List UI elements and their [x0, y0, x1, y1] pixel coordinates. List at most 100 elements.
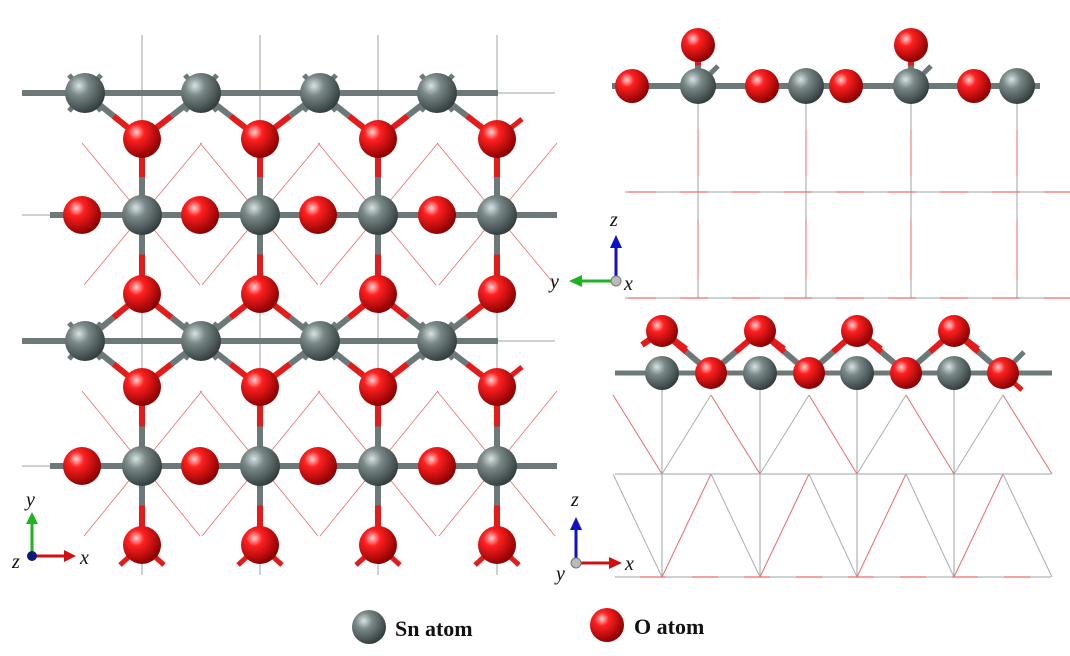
- axis-label-y: y: [554, 563, 565, 585]
- axis-label-x: x: [79, 547, 89, 569]
- axis-label-y: y: [548, 271, 559, 293]
- o-atom: [123, 526, 161, 564]
- projection-line: [1002, 473, 1053, 578]
- projection-line: [710, 473, 761, 578]
- projection-line: [808, 394, 858, 475]
- axis-label-x: x: [623, 273, 633, 295]
- sn-atom: [358, 195, 398, 235]
- o-atom: [359, 120, 397, 158]
- axis-label-x: x: [624, 553, 634, 575]
- o-atom: [418, 196, 456, 234]
- o-atom: [241, 120, 279, 158]
- o-atom: [478, 275, 516, 313]
- sn-atom: [999, 68, 1035, 104]
- legend-sn-swatch: [352, 610, 386, 644]
- projection-line: [856, 473, 907, 578]
- o-atom: [299, 196, 337, 234]
- legend-o-label: O atom: [634, 614, 704, 639]
- axis-triad-top-view: y z x: [11, 489, 89, 573]
- o-atom: [793, 357, 825, 389]
- o-atom: [841, 315, 873, 347]
- o-atom: [359, 368, 397, 406]
- o-atom: [299, 447, 337, 485]
- projection-line: [661, 394, 712, 475]
- o-atom: [745, 69, 779, 103]
- o-atom: [646, 315, 678, 347]
- top-view-panel: [22, 35, 558, 575]
- legend-sn-label: Sn atom: [395, 616, 473, 641]
- projection-line: [905, 394, 955, 475]
- o-atom: [695, 357, 727, 389]
- o-atom: [478, 368, 516, 406]
- sn-atom: [300, 73, 340, 113]
- axis-triad-side-view-xz: z y x: [554, 489, 634, 585]
- legend: Sn atom O atom: [352, 608, 704, 644]
- sn-atom: [893, 68, 929, 104]
- o-atom: [478, 120, 516, 158]
- o-atom: [957, 69, 991, 103]
- o-atom: [123, 120, 161, 158]
- o-atom: [123, 275, 161, 313]
- o-atom: [63, 447, 101, 485]
- projection-line: [661, 473, 712, 578]
- sn-atom: [122, 195, 162, 235]
- side-view-yz-panel: [612, 28, 1070, 299]
- sn-atom: [743, 356, 777, 390]
- projection-line: [759, 473, 810, 578]
- sn-atom: [477, 446, 517, 486]
- o-atom: [894, 28, 928, 62]
- sn-atom: [300, 321, 340, 361]
- sn-atom: [477, 195, 517, 235]
- sn-atom: [645, 356, 679, 390]
- o-atom: [241, 275, 279, 313]
- projection-line: [856, 394, 907, 475]
- sn-atom: [65, 321, 105, 361]
- o-atom: [241, 368, 279, 406]
- sn-atom: [680, 68, 716, 104]
- projection-line: [905, 473, 955, 578]
- sn-atom: [181, 73, 221, 113]
- sn-atom: [240, 195, 280, 235]
- axis-label-z: z: [609, 209, 618, 231]
- o-atom: [829, 69, 863, 103]
- projection-line: [759, 394, 810, 475]
- projection-line: [953, 473, 1004, 578]
- o-atom: [681, 28, 715, 62]
- sn-atom: [788, 68, 824, 104]
- sn-atom: [65, 73, 105, 113]
- o-atom: [181, 447, 219, 485]
- sn-atom: [122, 446, 162, 486]
- projection-line: [808, 473, 858, 578]
- o-atom: [615, 69, 649, 103]
- sn-atom: [181, 321, 221, 361]
- sn-atom: [358, 446, 398, 486]
- projection-line: [953, 394, 1004, 475]
- o-atom: [890, 357, 922, 389]
- o-atom: [938, 315, 970, 347]
- side-view-xz-panel: [612, 315, 1053, 578]
- axis-label-z: z: [11, 551, 20, 573]
- o-atom: [181, 196, 219, 234]
- sn-atom: [417, 73, 457, 113]
- o-atom: [478, 526, 516, 564]
- sn-atom: [417, 321, 457, 361]
- o-atom: [123, 368, 161, 406]
- legend-o-swatch: [590, 608, 624, 642]
- sn-atom: [240, 446, 280, 486]
- o-atom: [359, 526, 397, 564]
- sn-atom: [840, 356, 874, 390]
- o-atom: [63, 196, 101, 234]
- axis-label-y: y: [24, 489, 35, 511]
- axis-triad-side-view-yz: z y x: [548, 209, 633, 295]
- projection-line: [710, 394, 761, 475]
- o-atom: [744, 315, 776, 347]
- axis-label-z: z: [570, 489, 579, 511]
- projection-line: [612, 473, 663, 578]
- sn-atom: [937, 356, 971, 390]
- projection-line: [1002, 394, 1053, 475]
- o-atom: [359, 275, 397, 313]
- o-atom: [987, 357, 1019, 389]
- projection-line: [612, 394, 663, 475]
- o-atom: [241, 526, 279, 564]
- o-atom: [418, 447, 456, 485]
